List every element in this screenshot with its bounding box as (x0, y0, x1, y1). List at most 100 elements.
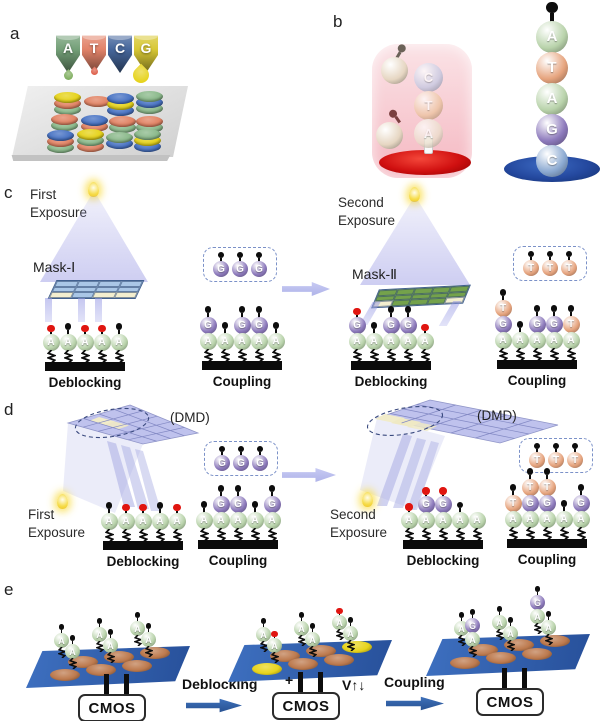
nucleotide-bead-a: A (117, 512, 135, 530)
nucleotide-bead-a: A (100, 512, 118, 530)
reagent-disk (106, 138, 133, 149)
printhead-top (108, 35, 132, 40)
blocking-pin-icon (507, 617, 514, 627)
blocking-pin-icon (543, 468, 551, 480)
strand-column: A (42, 324, 60, 364)
strand-column: A (400, 503, 418, 542)
nucleotide-bead-a: A (216, 332, 234, 350)
blocking-pin-icon (499, 289, 507, 301)
blocking-pin-icon (469, 609, 476, 619)
nucleotide-bead-g: G (382, 316, 400, 334)
panel-e-label: e (4, 580, 14, 599)
nucleotide-bead-a: A (399, 332, 417, 350)
reagent-disk (106, 132, 133, 143)
uv-lamp-icon (362, 492, 373, 507)
cmos-chip-label: CMOS (272, 692, 340, 720)
mask2-label: Mask-Ⅱ (352, 266, 398, 282)
nucleotide-bead-a: A (263, 511, 281, 529)
zigzag-linker-icon (558, 525, 570, 541)
nucleotide-bead-a: A (572, 510, 590, 528)
uv-lamp-icon (88, 182, 99, 197)
blocking-pin-icon (550, 305, 558, 317)
nucleotide-bead-a: A (103, 638, 118, 653)
zigzag-linker-icon (543, 633, 554, 646)
strand-column: A (216, 322, 234, 363)
reagent-disk (77, 141, 104, 152)
panel-a-label: a (10, 24, 20, 43)
nucleotide-bead-a: A (250, 332, 268, 350)
strand-column: A (59, 323, 77, 364)
nucleotide-bead-g: G (252, 455, 268, 472)
plate-disk-stacks (0, 0, 600, 180)
support-bar (351, 360, 431, 370)
deprotected-site-icon (353, 307, 361, 318)
probe-column: A (103, 629, 118, 664)
nucleotide-bead-a: A (130, 621, 145, 636)
reagent-disk (81, 115, 108, 126)
blocking-pin-icon (237, 252, 243, 263)
blocking-pin-icon (107, 629, 114, 639)
blocking-pin-icon (528, 251, 534, 262)
zigzag-linker-icon (565, 346, 577, 362)
blocking-pin-icon (238, 446, 244, 457)
probe-column: A (141, 623, 156, 658)
zigzag-linker-icon (497, 346, 509, 362)
zigzag-linker-icon (67, 657, 78, 670)
nucleotide-bead-g: G (233, 316, 251, 334)
nucleotide-bead-g: G (528, 315, 546, 333)
blocking-pin-icon (251, 501, 259, 513)
reagent-disk (47, 142, 74, 153)
blocking-pin-icon (534, 586, 541, 596)
probe-column: A (492, 606, 507, 641)
blocking-pin-icon (298, 612, 305, 622)
second-exposure-label-d: Second Exposure (330, 507, 388, 541)
nucleotide-bead-t: T (536, 51, 568, 84)
zigzag-linker-icon (253, 347, 265, 363)
nucleotide-bead-a: A (65, 644, 80, 659)
nucleotide-bead-a: A (151, 512, 169, 530)
reagent-disk-stack (54, 92, 81, 115)
support-bar (103, 540, 183, 550)
strand-column: A (246, 501, 264, 542)
reagent-monomer: T (567, 443, 583, 469)
zigzag-linker-icon (202, 347, 214, 363)
board-lead (522, 668, 527, 690)
reagent-disk (109, 122, 136, 133)
electrode-active (252, 663, 282, 675)
blocking-pin-icon (218, 252, 224, 263)
nucleotide-bead-t: T (504, 494, 522, 512)
deprotected-site-icon (139, 503, 147, 514)
blocking-pin-icon (268, 485, 276, 497)
reagent-disk-stack (136, 116, 163, 133)
probe-column: A (305, 623, 320, 658)
reagent-disk (134, 135, 161, 146)
zigzag-linker-icon (524, 525, 536, 541)
nucleotide-bead-a: A (267, 638, 282, 653)
nucleotide-bead-g: G (214, 455, 230, 472)
reagent-disk (134, 141, 161, 152)
zigzag-linker-icon (402, 347, 414, 363)
zigzag-linker-icon (548, 346, 560, 362)
nucleotide-bead-a: A (504, 510, 522, 528)
nucleotide-bead-a: A (134, 512, 152, 530)
free-monomers (0, 0, 600, 180)
zigzag-linker-icon (494, 628, 505, 641)
deprotected-site-icon (173, 503, 181, 514)
strand-column: A (365, 322, 383, 363)
